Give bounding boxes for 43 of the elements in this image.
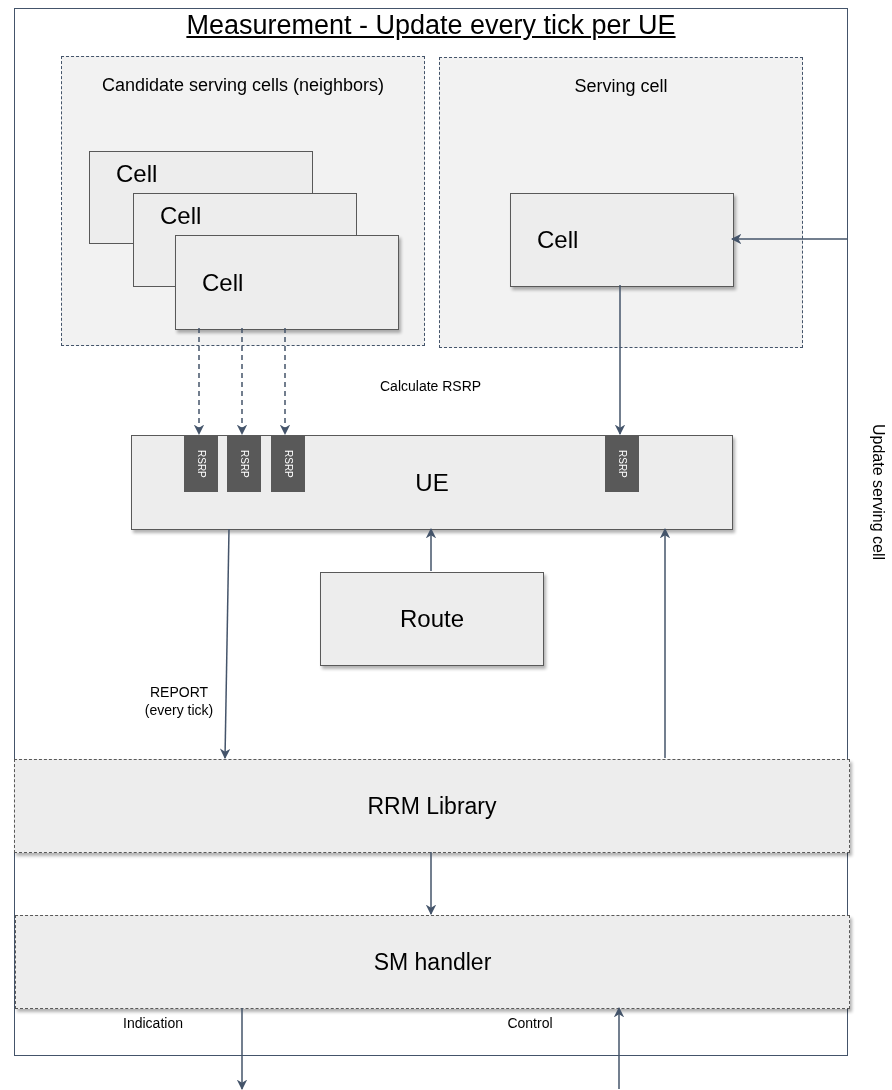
cell-label: Cell	[116, 159, 158, 189]
arrow	[425, 851, 437, 916]
box-label: SM handler	[373, 947, 492, 977]
arrow	[730, 233, 849, 245]
rsrp-tab	[271, 436, 305, 492]
rsrp-label: RSRP	[283, 450, 293, 478]
rsrp-label: RSRP	[196, 450, 206, 478]
arrow	[659, 527, 671, 759]
cell-card	[175, 235, 399, 330]
note-label: Calculate RSRP	[380, 377, 482, 396]
cell-card	[89, 151, 313, 193]
rsrp-label: RSRP	[239, 450, 249, 478]
arrow	[425, 527, 437, 572]
process-box	[320, 572, 544, 666]
box-label: RRM Library	[367, 791, 497, 821]
cell-label: Cell	[202, 267, 244, 298]
dashed-arrow	[279, 327, 291, 436]
cell-card	[510, 193, 734, 287]
dashed-group-box	[439, 57, 803, 348]
dashed-band-box	[15, 915, 850, 1009]
rsrp-tab	[227, 436, 261, 492]
arrow	[614, 284, 626, 436]
cell-label: Cell	[160, 201, 202, 231]
cell-label: Cell	[537, 225, 579, 255]
side-label: Update serving cell	[869, 424, 888, 561]
frame-title: Measurement - Update every tick per UE	[185, 9, 677, 42]
group-title: Serving cell	[573, 75, 669, 98]
box-label: UE	[415, 467, 449, 498]
dashed-arrow	[236, 327, 248, 436]
rsrp-label: RSRP	[617, 450, 627, 478]
rsrp-tab	[184, 436, 218, 492]
process-box	[131, 435, 733, 530]
box-label: Route	[399, 604, 464, 634]
dashed-arrow	[193, 327, 205, 436]
cell-card	[133, 193, 357, 235]
rsrp-tab	[605, 436, 639, 492]
dashed-group-box	[61, 56, 425, 346]
arrow	[219, 528, 231, 760]
dashed-band-box	[14, 759, 850, 853]
arrow	[236, 1007, 248, 1090]
group-title: Candidate serving cells (neighbors)	[100, 74, 386, 97]
measurement-frame	[14, 8, 848, 1056]
arrow	[613, 1006, 625, 1090]
